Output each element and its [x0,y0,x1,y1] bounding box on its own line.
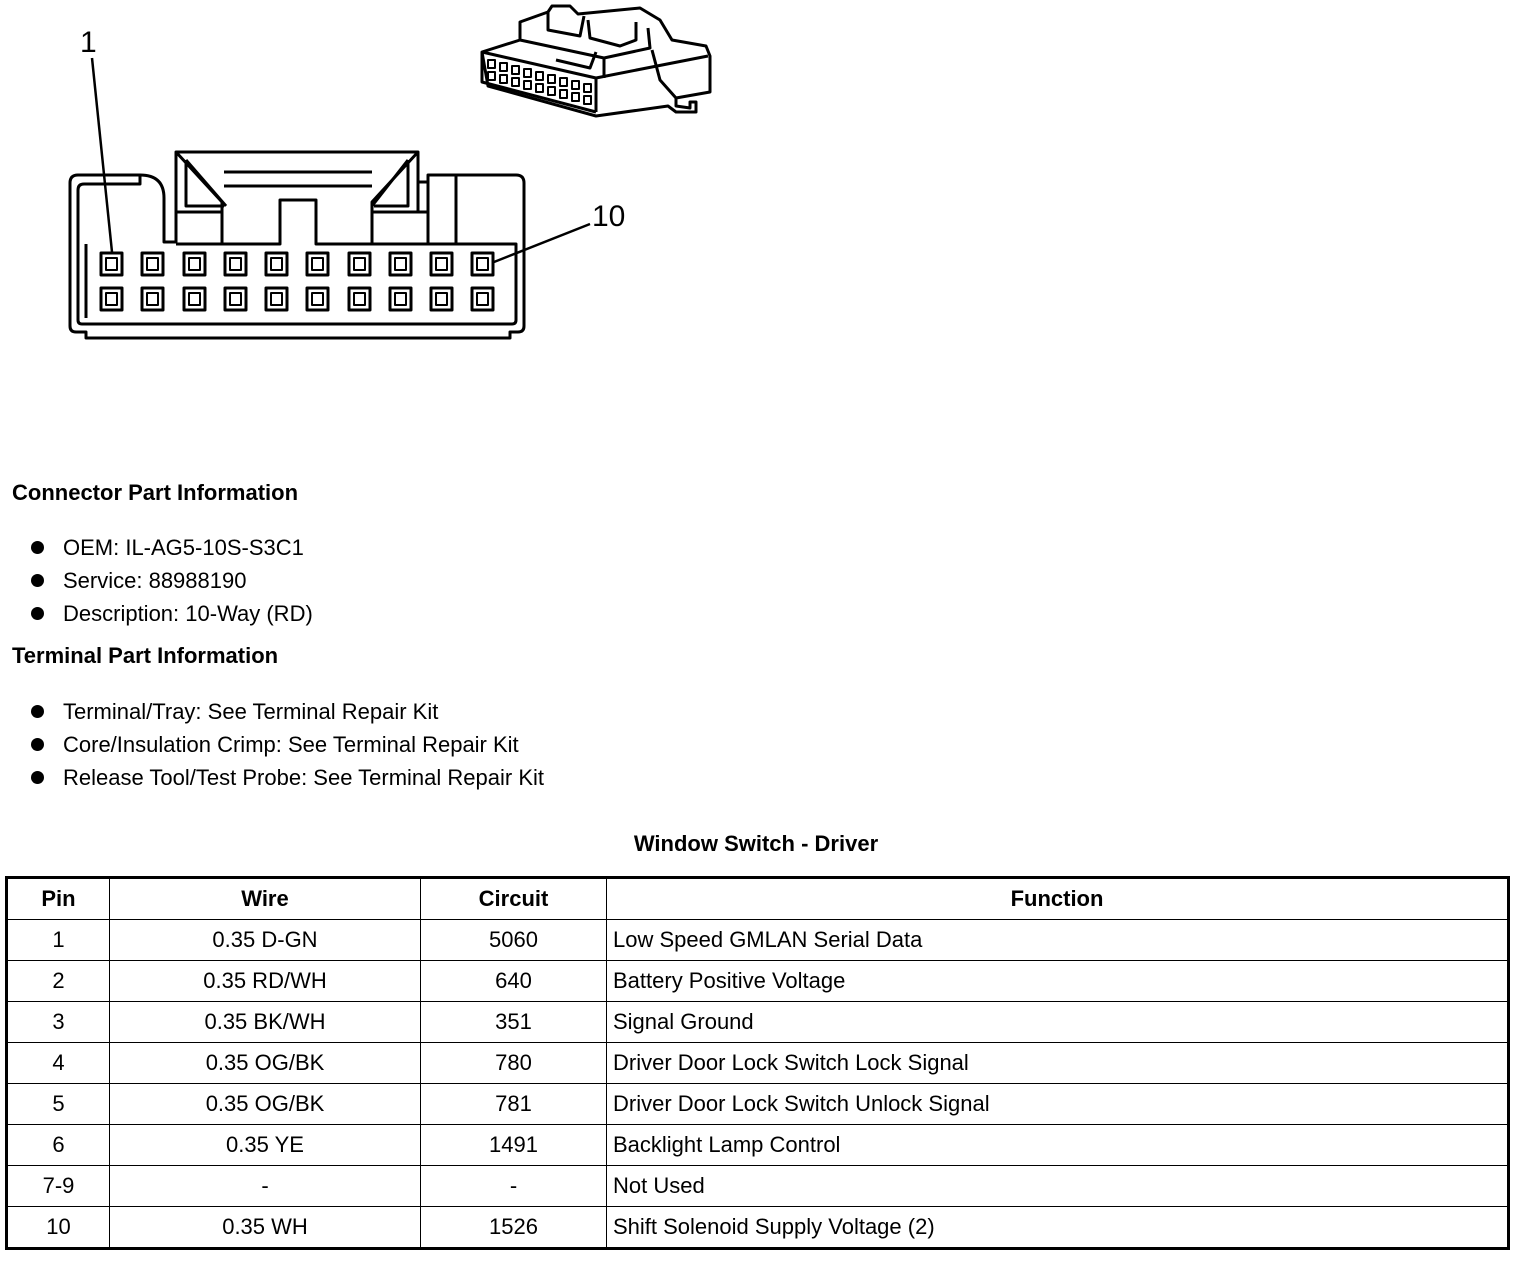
cell-pin: 3 [6,1001,110,1043]
cell-pin: 2 [6,960,110,1002]
table-title: Window Switch - Driver [633,831,879,856]
table-row: 3 0.35 BK/WH 351 Signal Ground [6,1001,1509,1043]
cell-wire: - [109,1165,421,1207]
cell-circuit: 1491 [420,1124,607,1166]
cell-function: Shift Solenoid Supply Voltage (2) [606,1206,1509,1249]
header-function: Function [606,877,1509,920]
connector-info-heading: Connector Part Information [12,480,299,505]
cell-function: Backlight Lamp Control [606,1124,1509,1166]
bullet-icon [31,771,44,784]
table-row: 10 0.35 WH 1526 Shift Solenoid Supply Vo… [6,1206,1509,1249]
table-row: 1 0.35 D-GN 5060 Low Speed GMLAN Serial … [6,919,1509,961]
list-item: Description: 10-Way (RD) [30,597,313,630]
cell-pin: 5 [6,1083,110,1125]
cell-function: Signal Ground [606,1001,1509,1043]
table-row: 4 0.35 OG/BK 780 Driver Door Lock Switch… [6,1042,1509,1084]
terminal-info-crimp: Core/Insulation Crimp: See Terminal Repa… [63,732,519,757]
list-item: Core/Insulation Crimp: See Terminal Repa… [30,728,544,761]
terminal-info-release-tool: Release Tool/Test Probe: See Terminal Re… [63,765,544,790]
terminal-info-list: Terminal/Tray: See Terminal Repair Kit C… [30,695,544,794]
cell-pin: 10 [6,1206,110,1249]
cell-circuit: 351 [420,1001,607,1043]
connector-info-service: Service: 88988190 [63,568,247,593]
terminal-info-tray: Terminal/Tray: See Terminal Repair Kit [63,699,439,724]
cell-circuit: 780 [420,1042,607,1084]
pin-10-label: 10 [592,200,625,233]
cell-wire: 0.35 BK/WH [109,1001,421,1043]
cell-function: Low Speed GMLAN Serial Data [606,919,1509,961]
cell-circuit: 5060 [420,919,607,961]
cell-pin: 7-9 [6,1165,110,1207]
table-header-row: Pin Wire Circuit Function [6,877,1509,920]
bullet-icon [31,738,44,751]
cell-circuit: 781 [420,1083,607,1125]
terminal-info-heading: Terminal Part Information [12,643,279,668]
cell-wire: 0.35 OG/BK [109,1083,421,1125]
header-circuit: Circuit [420,877,607,920]
cell-circuit: - [420,1165,607,1207]
cell-wire: 0.35 YE [109,1124,421,1166]
bullet-icon [31,705,44,718]
connector-info-oem: OEM: IL-AG5-10S-S3C1 [63,535,304,560]
cell-wire: 0.35 OG/BK [109,1042,421,1084]
cell-pin: 4 [6,1042,110,1084]
list-item: Terminal/Tray: See Terminal Repair Kit [30,695,544,728]
pin-table: Pin Wire Circuit Function 1 0.35 D-GN 50… [5,876,1510,1250]
cell-function: Battery Positive Voltage [606,960,1509,1002]
list-item: OEM: IL-AG5-10S-S3C1 [30,531,313,564]
bullet-icon [31,574,44,587]
leader-line-pin-1 [90,57,114,253]
cell-circuit: 1526 [420,1206,607,1249]
table-row: 7-9 - - Not Used [6,1165,1509,1207]
cell-function: Driver Door Lock Switch Unlock Signal [606,1083,1509,1125]
bullet-icon [31,607,44,620]
table-row: 5 0.35 OG/BK 781 Driver Door Lock Switch… [6,1083,1509,1125]
leader-line-pin-10 [493,222,591,264]
connector-front-view [68,150,526,340]
cell-pin: 1 [6,919,110,961]
header-wire: Wire [109,877,421,920]
connector-info-list: OEM: IL-AG5-10S-S3C1 Service: 88988190 D… [30,531,313,630]
bullet-icon [31,541,44,554]
table-row: 6 0.35 YE 1491 Backlight Lamp Control [6,1124,1509,1166]
connector-diagram: 1 10 [68,4,712,340]
cell-wire: 0.35 RD/WH [109,960,421,1002]
cell-wire: 0.35 WH [109,1206,421,1249]
connector-isometric-view [480,4,712,118]
table-row: 2 0.35 RD/WH 640 Battery Positive Voltag… [6,960,1509,1002]
list-item: Service: 88988190 [30,564,313,597]
terminal-cavities [99,251,495,312]
header-pin: Pin [6,877,110,920]
pin-1-label: 1 [80,26,97,59]
list-item: Release Tool/Test Probe: See Terminal Re… [30,761,544,794]
cell-function: Driver Door Lock Switch Lock Signal [606,1042,1509,1084]
cell-circuit: 640 [420,960,607,1002]
cell-function: Not Used [606,1165,1509,1207]
cell-wire: 0.35 D-GN [109,919,421,961]
cell-pin: 6 [6,1124,110,1166]
connector-info-description: Description: 10-Way (RD) [63,601,313,626]
